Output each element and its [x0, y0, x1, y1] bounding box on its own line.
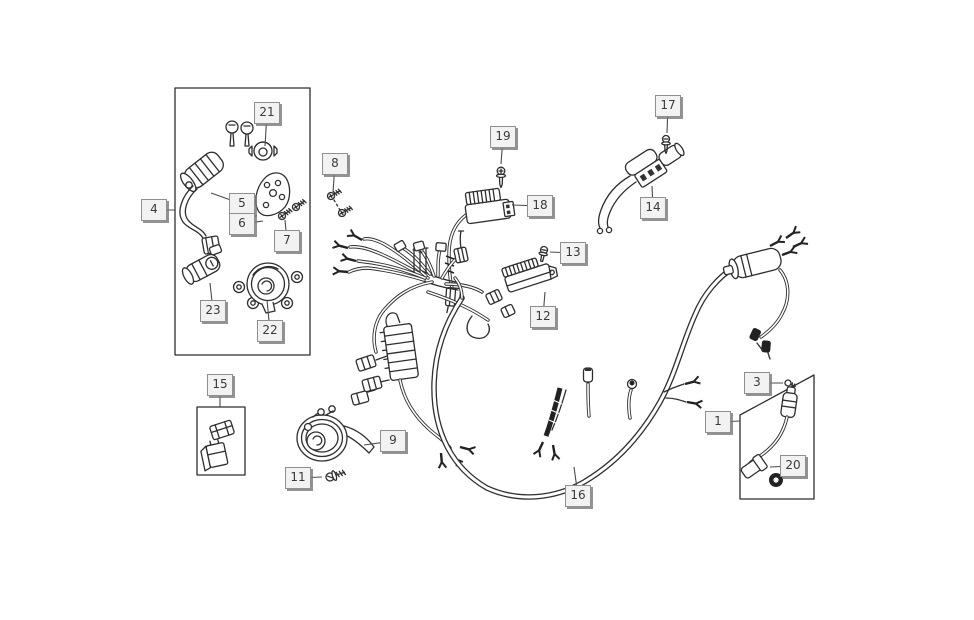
ht-coil	[780, 386, 798, 418]
regulator-screw	[495, 166, 507, 189]
spark-plug-grommet	[769, 473, 783, 487]
ignition-switch	[179, 151, 224, 255]
callout-21: 21	[254, 102, 280, 124]
lock-ring-nut	[248, 141, 278, 161]
key-pair	[225, 120, 254, 147]
callout-6: 6	[229, 213, 255, 235]
callout-18: 18	[527, 195, 553, 217]
group-box-ignition-parts	[174, 87, 311, 356]
cdi-unit	[501, 257, 559, 293]
flange-device	[232, 262, 304, 314]
horn	[296, 405, 375, 462]
fuse	[209, 419, 235, 441]
horn-screw	[325, 469, 347, 482]
cdi-bolt	[538, 245, 549, 263]
callout-3: 3	[744, 372, 770, 394]
callout-13: 13	[560, 242, 586, 264]
callout-12: 12	[530, 306, 556, 328]
callout-14: 14	[640, 197, 666, 219]
relay-screw	[661, 134, 671, 155]
callout-16: 16	[565, 485, 591, 507]
spark-plug-cap	[740, 453, 768, 479]
group-box-fuse-parts	[196, 406, 246, 476]
callout-8: 8	[322, 153, 348, 175]
callout-20: 20	[780, 455, 806, 477]
starter-relay	[596, 142, 685, 235]
harness-ignition-coil	[722, 224, 810, 360]
callout-4: 4	[141, 199, 167, 221]
callout-7: 7	[274, 230, 300, 252]
callout-19: 19	[490, 126, 516, 148]
callout-23: 23	[200, 300, 226, 322]
spark-kit	[740, 379, 798, 487]
harness-screws	[325, 186, 354, 219]
callout-5: 5	[229, 193, 255, 215]
callout-11: 11	[285, 467, 311, 489]
callout-15: 15	[207, 374, 233, 396]
wire-harness	[331, 224, 810, 500]
mount-bracket	[255, 172, 291, 217]
callout-9: 9	[380, 430, 406, 452]
callout-17: 17	[655, 95, 681, 117]
lock-cylinder	[181, 244, 223, 285]
relay-holder	[379, 312, 419, 381]
callout-22: 22	[257, 320, 283, 342]
fuse-holder	[200, 438, 229, 472]
callout-1: 1	[705, 411, 731, 433]
